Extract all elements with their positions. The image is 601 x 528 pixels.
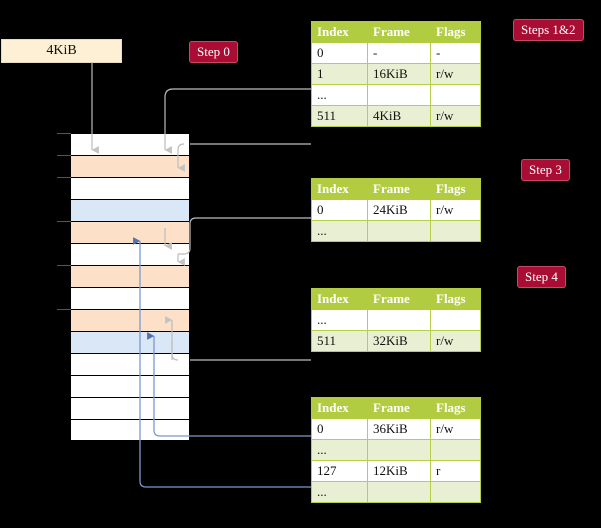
cell-frame: - (367, 42, 431, 64)
cell-flags: r/w (430, 63, 481, 85)
memory-frame-row (70, 199, 190, 221)
column-header-flags: Flags (430, 397, 481, 419)
badge-step-4-label: Step 4 (525, 269, 558, 284)
cell-frame: 24KiB (367, 199, 431, 221)
badge-steps-1-2-label: Steps 1&2 (521, 22, 576, 37)
column-header-flags: Flags (430, 178, 481, 200)
cell-flags (430, 481, 481, 503)
cell-frame (367, 439, 431, 461)
cell-flags: r (430, 460, 481, 482)
cell-flags: - (430, 42, 481, 64)
memory-frame-row (57, 265, 190, 287)
cell-index: ... (311, 220, 368, 242)
cell-index: 127 (311, 460, 368, 482)
memory-frame-row (70, 331, 190, 353)
cell-flags (430, 309, 481, 331)
badge-steps-1-2: Steps 1&2 (513, 19, 584, 41)
cell-frame (367, 220, 431, 242)
cell-frame: 36KiB (367, 418, 431, 440)
memory-frame-tick (57, 155, 71, 156)
cell-index: ... (311, 84, 368, 106)
column-header-flags: Flags (430, 288, 481, 310)
cell-index: ... (311, 439, 368, 461)
memory-frame-tick (57, 133, 71, 134)
table-row[interactable]: ... (311, 439, 481, 461)
memory-frame-row (57, 309, 190, 331)
memory-frame-row (70, 419, 190, 441)
source-frame-box: 4KiB (1, 39, 122, 63)
memory-frame-row (57, 177, 190, 199)
memory-frame-row (70, 243, 190, 265)
column-header-index: Index (311, 178, 368, 200)
cell-index: 511 (311, 330, 368, 352)
column-header-flags: Flags (430, 21, 481, 43)
memory-frame-tick (57, 309, 71, 310)
badge-step-3-label: Step 3 (529, 162, 562, 177)
badge-step-0-label: Step 0 (197, 44, 230, 59)
memory-frame-row (70, 397, 190, 419)
table-row[interactable]: ... (311, 220, 481, 242)
column-header-index: Index (311, 21, 368, 43)
badge-step-0: Step 0 (189, 41, 238, 63)
memory-frame-row (70, 375, 190, 397)
memory-frame-tick (57, 177, 71, 178)
memory-frame-row (57, 155, 190, 177)
cell-flags (430, 439, 481, 461)
cell-flags: r/w (430, 330, 481, 352)
physical-memory-column (57, 133, 190, 441)
cell-frame: 32KiB (367, 330, 431, 352)
cell-index: ... (311, 481, 368, 503)
source-frame-label: 4KiB (46, 43, 77, 58)
badge-step-3: Step 3 (521, 159, 570, 181)
column-header-frame: Frame (367, 178, 431, 200)
memory-frame-row (57, 221, 190, 243)
cell-frame (367, 309, 431, 331)
cell-frame (367, 84, 431, 106)
cell-index: 0 (311, 42, 368, 64)
column-header-index: Index (311, 397, 368, 419)
table-row[interactable]: ... (311, 84, 481, 106)
memory-frame-row (70, 353, 190, 375)
cell-flags (430, 84, 481, 106)
cell-index: 511 (311, 105, 368, 127)
cell-frame (367, 481, 431, 503)
cell-frame: 16KiB (367, 63, 431, 85)
memory-frame-row (57, 133, 190, 155)
cell-frame: 4KiB (367, 105, 431, 127)
cell-flags: r/w (430, 199, 481, 221)
cell-index: ... (311, 309, 368, 331)
cell-flags: r/w (430, 418, 481, 440)
memory-frame-tick (57, 265, 71, 266)
table-row[interactable]: 0-- (311, 42, 481, 64)
cell-flags: r/w (430, 105, 481, 127)
cell-frame: 12KiB (367, 460, 431, 482)
column-header-frame: Frame (367, 21, 431, 43)
cell-flags (430, 220, 481, 242)
badge-step-4: Step 4 (517, 266, 566, 288)
column-header-index: Index (311, 288, 368, 310)
cell-index: 1 (311, 63, 368, 85)
column-header-frame: Frame (367, 288, 431, 310)
table-row[interactable]: ... (311, 481, 481, 503)
column-header-frame: Frame (367, 397, 431, 419)
memory-frame-row (70, 287, 190, 309)
memory-frame-tick (57, 221, 71, 222)
table-row[interactable]: ... (311, 309, 481, 331)
cell-index: 0 (311, 418, 368, 440)
cell-index: 0 (311, 199, 368, 221)
